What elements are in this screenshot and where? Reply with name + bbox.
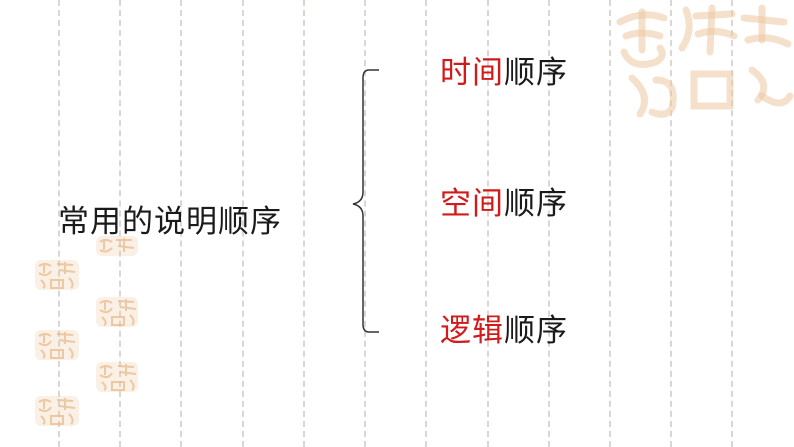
seal-stamp xyxy=(35,260,79,290)
curly-brace xyxy=(345,66,385,338)
order-item-highlight: 逻辑 xyxy=(440,313,504,349)
order-item-time: 时间顺序 xyxy=(440,47,568,92)
order-item-suffix: 顺序 xyxy=(504,55,568,91)
seal-stamp xyxy=(96,362,138,392)
order-item-suffix: 顺序 xyxy=(504,186,568,222)
order-item-highlight: 时间 xyxy=(440,55,504,91)
order-item-highlight: 空间 xyxy=(440,186,504,222)
order-item-suffix: 顺序 xyxy=(504,313,568,349)
dash-line xyxy=(425,0,427,447)
seal-stamp xyxy=(96,297,138,327)
seal-stamp xyxy=(35,396,79,426)
dash-line xyxy=(609,0,611,447)
dash-line xyxy=(303,0,305,447)
seal-decoration-large xyxy=(612,0,794,129)
seal-stamp xyxy=(35,330,79,360)
slide-title: 常用的说明顺序 xyxy=(58,196,282,241)
order-item-space: 空间顺序 xyxy=(440,178,568,223)
order-item-logic: 逻辑顺序 xyxy=(440,305,568,350)
